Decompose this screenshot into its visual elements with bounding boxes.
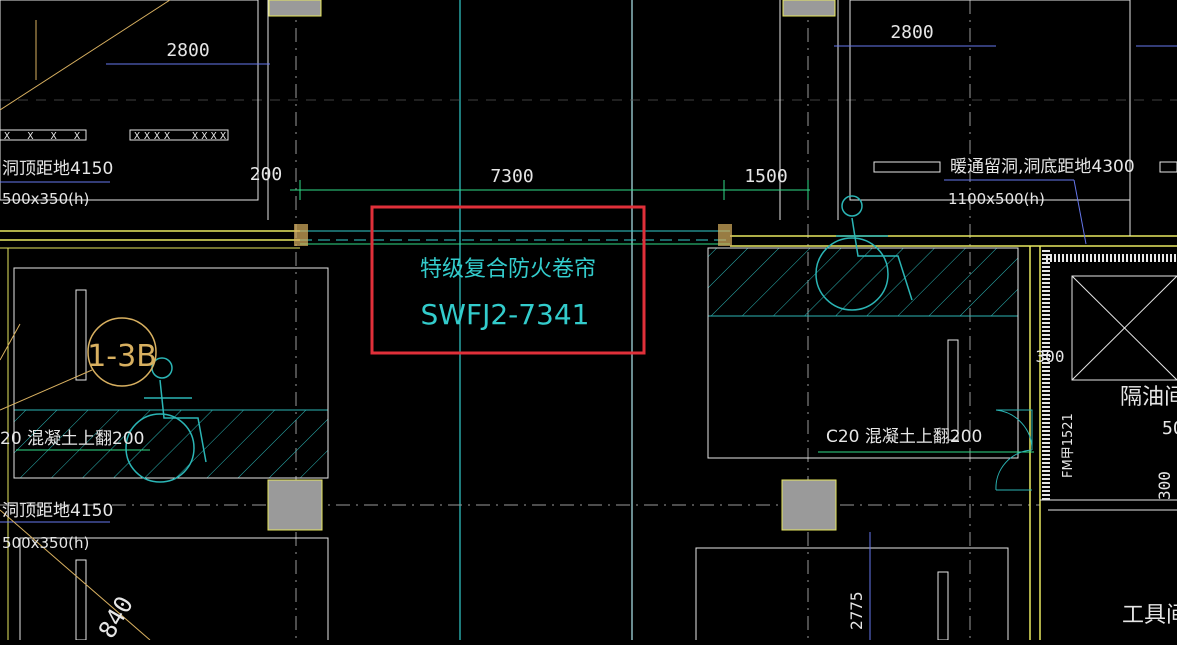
note-hvac-opening: 暖通留洞,洞底距地4300 [950,157,1135,177]
note-hole-top-left-size: 500x350(h) [2,190,89,208]
dimension-2775: 2775 [847,591,866,630]
door-label-fm: FM甲1521 [1061,413,1076,478]
leader-lines [0,0,171,641]
notes: 洞顶距地4150 500x350(h) 洞顶距地4150 500x350(h) … [0,157,1177,628]
fire-shutter-title: 特级复合防火卷帘 [420,257,596,282]
dimension-lines [0,45,1177,640]
dimension-300-vertical: 300 [1155,471,1174,500]
column [781,479,837,531]
fire-shutter-label: 特级复合防火卷帘 SWFJ2-7341 [420,257,596,331]
wheelchair-icon [815,195,913,311]
note-concrete-curb-right: C20 混凝土上翻200 [826,427,982,447]
dimension-texts: 2800 2800 200 7300 1500 300 50 300 2775 … [93,22,1177,643]
fire-shutter-code: SWFJ2-7341 [421,298,590,331]
column [782,0,836,17]
dimension-1500: 1500 [744,166,787,187]
columns [267,0,837,531]
dimension-2800-right: 2800 [890,22,933,43]
dimension-7300: 7300 [490,166,533,187]
note-hole-bottom-left-size: 500x350(h) [2,534,89,552]
room-label-tools: 工具间 [1122,603,1177,628]
column [268,0,322,17]
dimension-300: 300 [1036,347,1065,366]
dimension-840: 840 [93,591,139,640]
note-hole-top-left: 洞顶距地4150 [2,159,113,179]
column [267,479,323,531]
note-hvac-opening-size: 1100x500(h) [948,190,1045,208]
note-concrete-curb-left: 20 混凝土上翻200 [0,429,144,449]
note-hole-bottom-left: 洞顶距地4150 [2,501,113,521]
axis-bubble-label: 1-3B [87,339,157,374]
door-swing [995,409,1033,491]
room-label-oil-separator: 隔油间 [1120,385,1177,410]
dimension-50: 50 [1162,418,1177,439]
fire-shutter-line [294,224,732,246]
axis-bubble: 1-3B [87,317,157,387]
highlight-box [370,205,646,355]
dimension-200: 200 [250,164,283,185]
dimension-2800-left: 2800 [166,40,209,61]
